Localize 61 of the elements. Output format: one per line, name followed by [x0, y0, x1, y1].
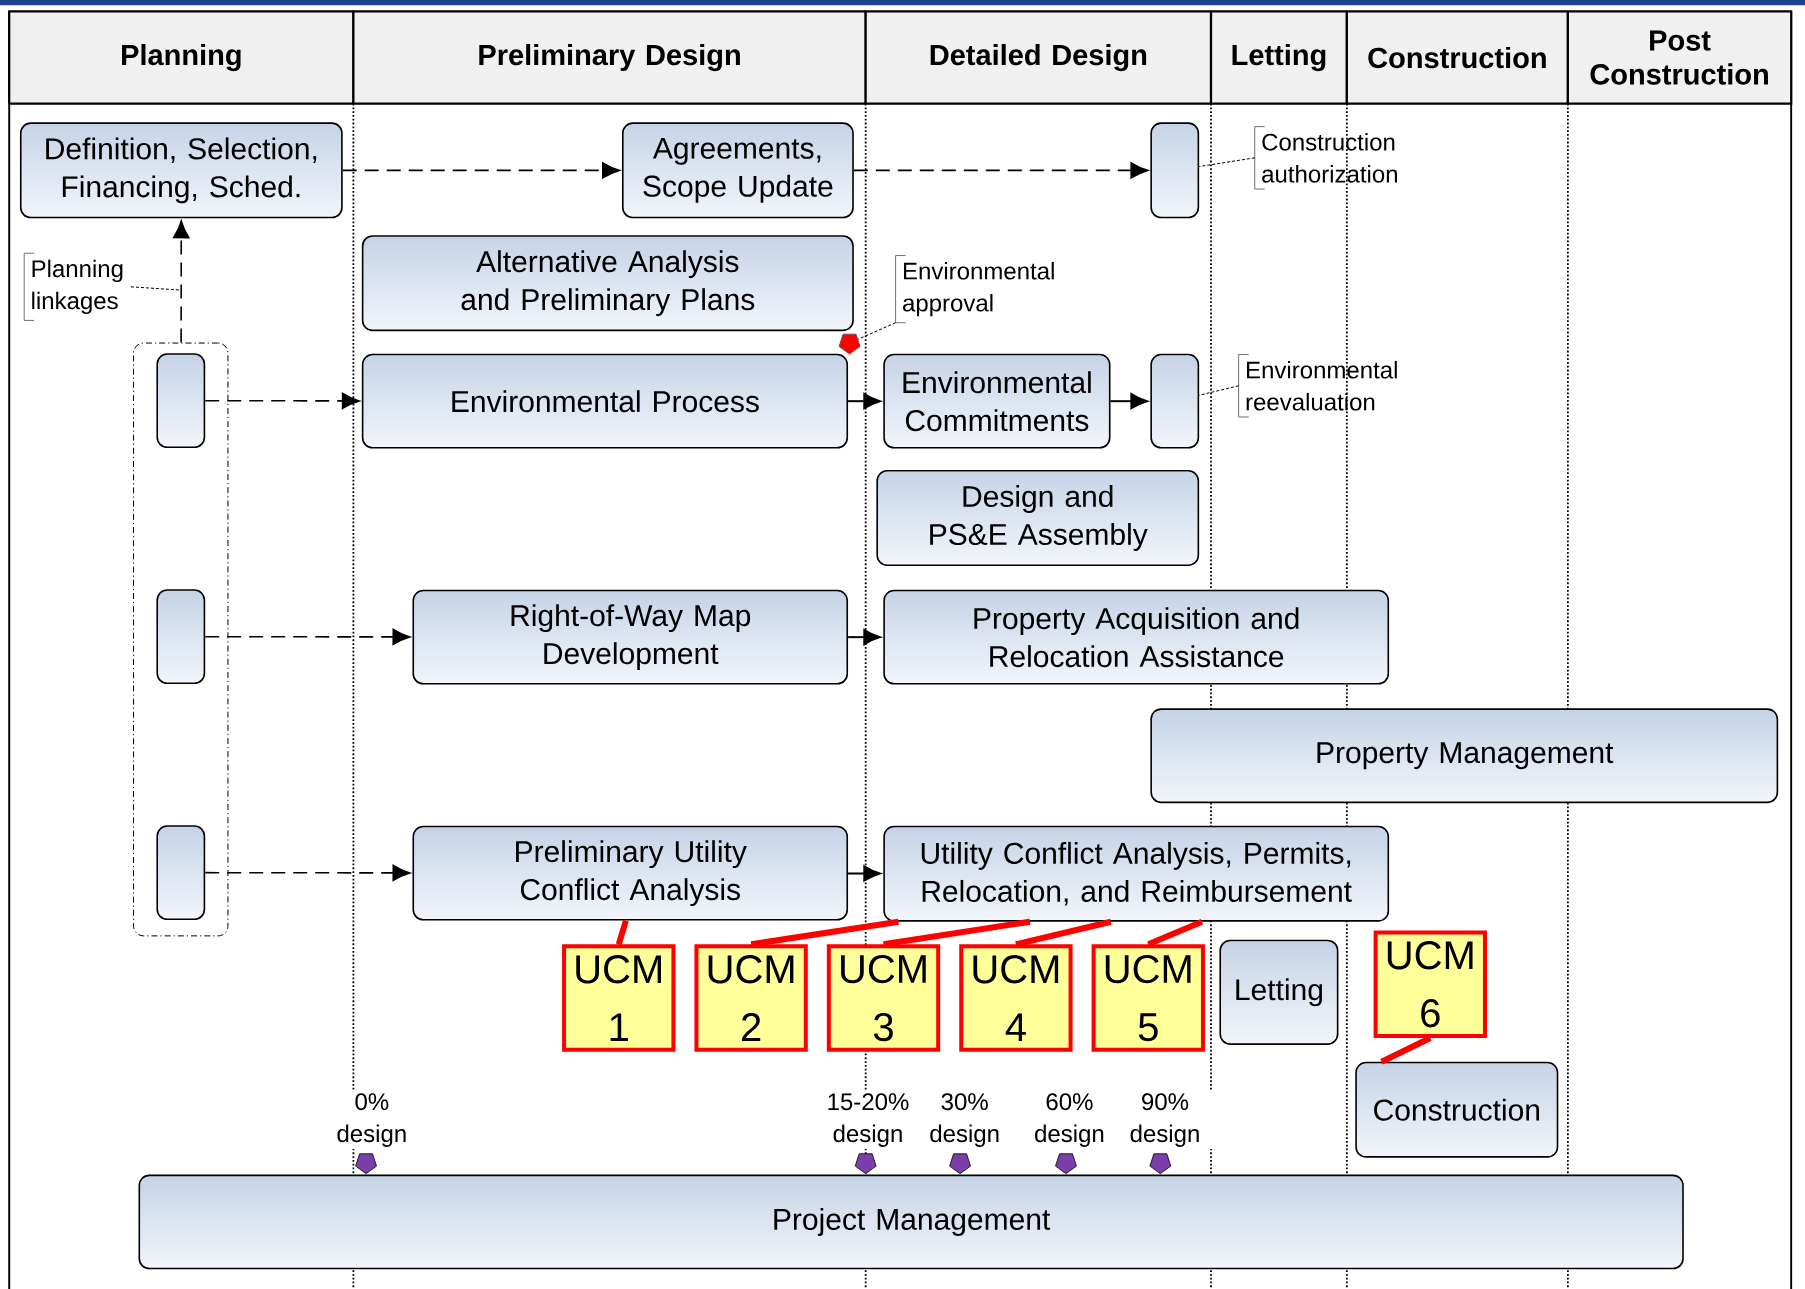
dashed-group-box: [133, 342, 229, 937]
process-box: Construction: [1355, 1061, 1559, 1158]
milestone-label: 15-20% design: [819, 1091, 916, 1149]
leader-line: [615, 919, 629, 945]
process-box: Property Acquisition and Relocation Assistance: [883, 589, 1390, 685]
process-box: [156, 353, 206, 448]
column-header: Post Construction: [1566, 10, 1793, 105]
arrow: [853, 162, 1149, 179]
callout-box: UCM 4: [959, 944, 1073, 1052]
milestone-flag: [838, 333, 861, 355]
arrow: [204, 392, 360, 409]
process-box: [1150, 353, 1200, 449]
column-header: Construction: [1345, 10, 1569, 105]
arrow: [847, 865, 881, 882]
arrow: [847, 392, 881, 410]
column-header: Planning: [8, 10, 355, 105]
process-box: [156, 825, 206, 920]
process-box: Definition, Selection, Financing, Sched.: [19, 122, 343, 219]
leader-line: [883, 918, 1031, 948]
leader-line: [130, 286, 182, 291]
leader-line: [1198, 385, 1240, 396]
callout-box: UCM 1: [562, 944, 676, 1052]
annotation: Environmental approval: [895, 255, 1054, 323]
process-box: Letting: [1219, 939, 1339, 1045]
milestone-label: 0% design: [323, 1091, 420, 1149]
arrow: [172, 220, 190, 344]
annotation: Planning linkages: [23, 252, 123, 321]
process-box: Preliminary Utility Conflict Analysis: [412, 825, 849, 921]
process-box: Right-of-Way Map Development: [412, 589, 849, 685]
arrow: [341, 162, 620, 179]
leader-line: [750, 918, 899, 948]
annotation: Construction authorization: [1254, 126, 1397, 190]
arrow: [204, 628, 411, 646]
callout-box: UCM 6: [1373, 930, 1487, 1038]
callout-box: UCM 2: [694, 944, 808, 1052]
arrow: [847, 628, 881, 646]
leader-line: [1380, 1035, 1432, 1065]
column-header: Letting: [1209, 10, 1348, 105]
callout-box: UCM 3: [826, 944, 941, 1052]
milestone-label: 60% design: [1021, 1091, 1118, 1149]
process-box: [156, 589, 206, 684]
leader-line: [1015, 918, 1112, 948]
milestone-label: 90% design: [1117, 1091, 1213, 1149]
process-box: Property Management: [1150, 708, 1779, 803]
process-box: Environmental Process: [361, 353, 849, 449]
process-box: Design and PS&E Assembly: [876, 469, 1200, 566]
process-box: Utility Conflict Analysis, Permits, Relocation, and Reimbursement: [883, 825, 1390, 922]
process-box: [1150, 122, 1200, 219]
process-box: Environmental Commitments: [883, 353, 1111, 449]
leader-line: [857, 322, 897, 340]
process-box: Alternative Analysis and Preliminary Plans: [361, 235, 854, 332]
callout-box: UCM 5: [1091, 944, 1205, 1052]
leader-line: [1147, 918, 1204, 947]
leader-line: [1198, 157, 1256, 167]
annotation: Environmental reevaluation: [1238, 354, 1397, 418]
process-box: Agreements, Scope Update: [622, 122, 854, 219]
arrow: [204, 864, 411, 881]
milestone-label: 30% design: [916, 1091, 1013, 1149]
column-header: Preliminary Design: [352, 10, 867, 105]
arrow: [1109, 392, 1148, 410]
process-box: Project Management: [138, 1174, 1684, 1270]
